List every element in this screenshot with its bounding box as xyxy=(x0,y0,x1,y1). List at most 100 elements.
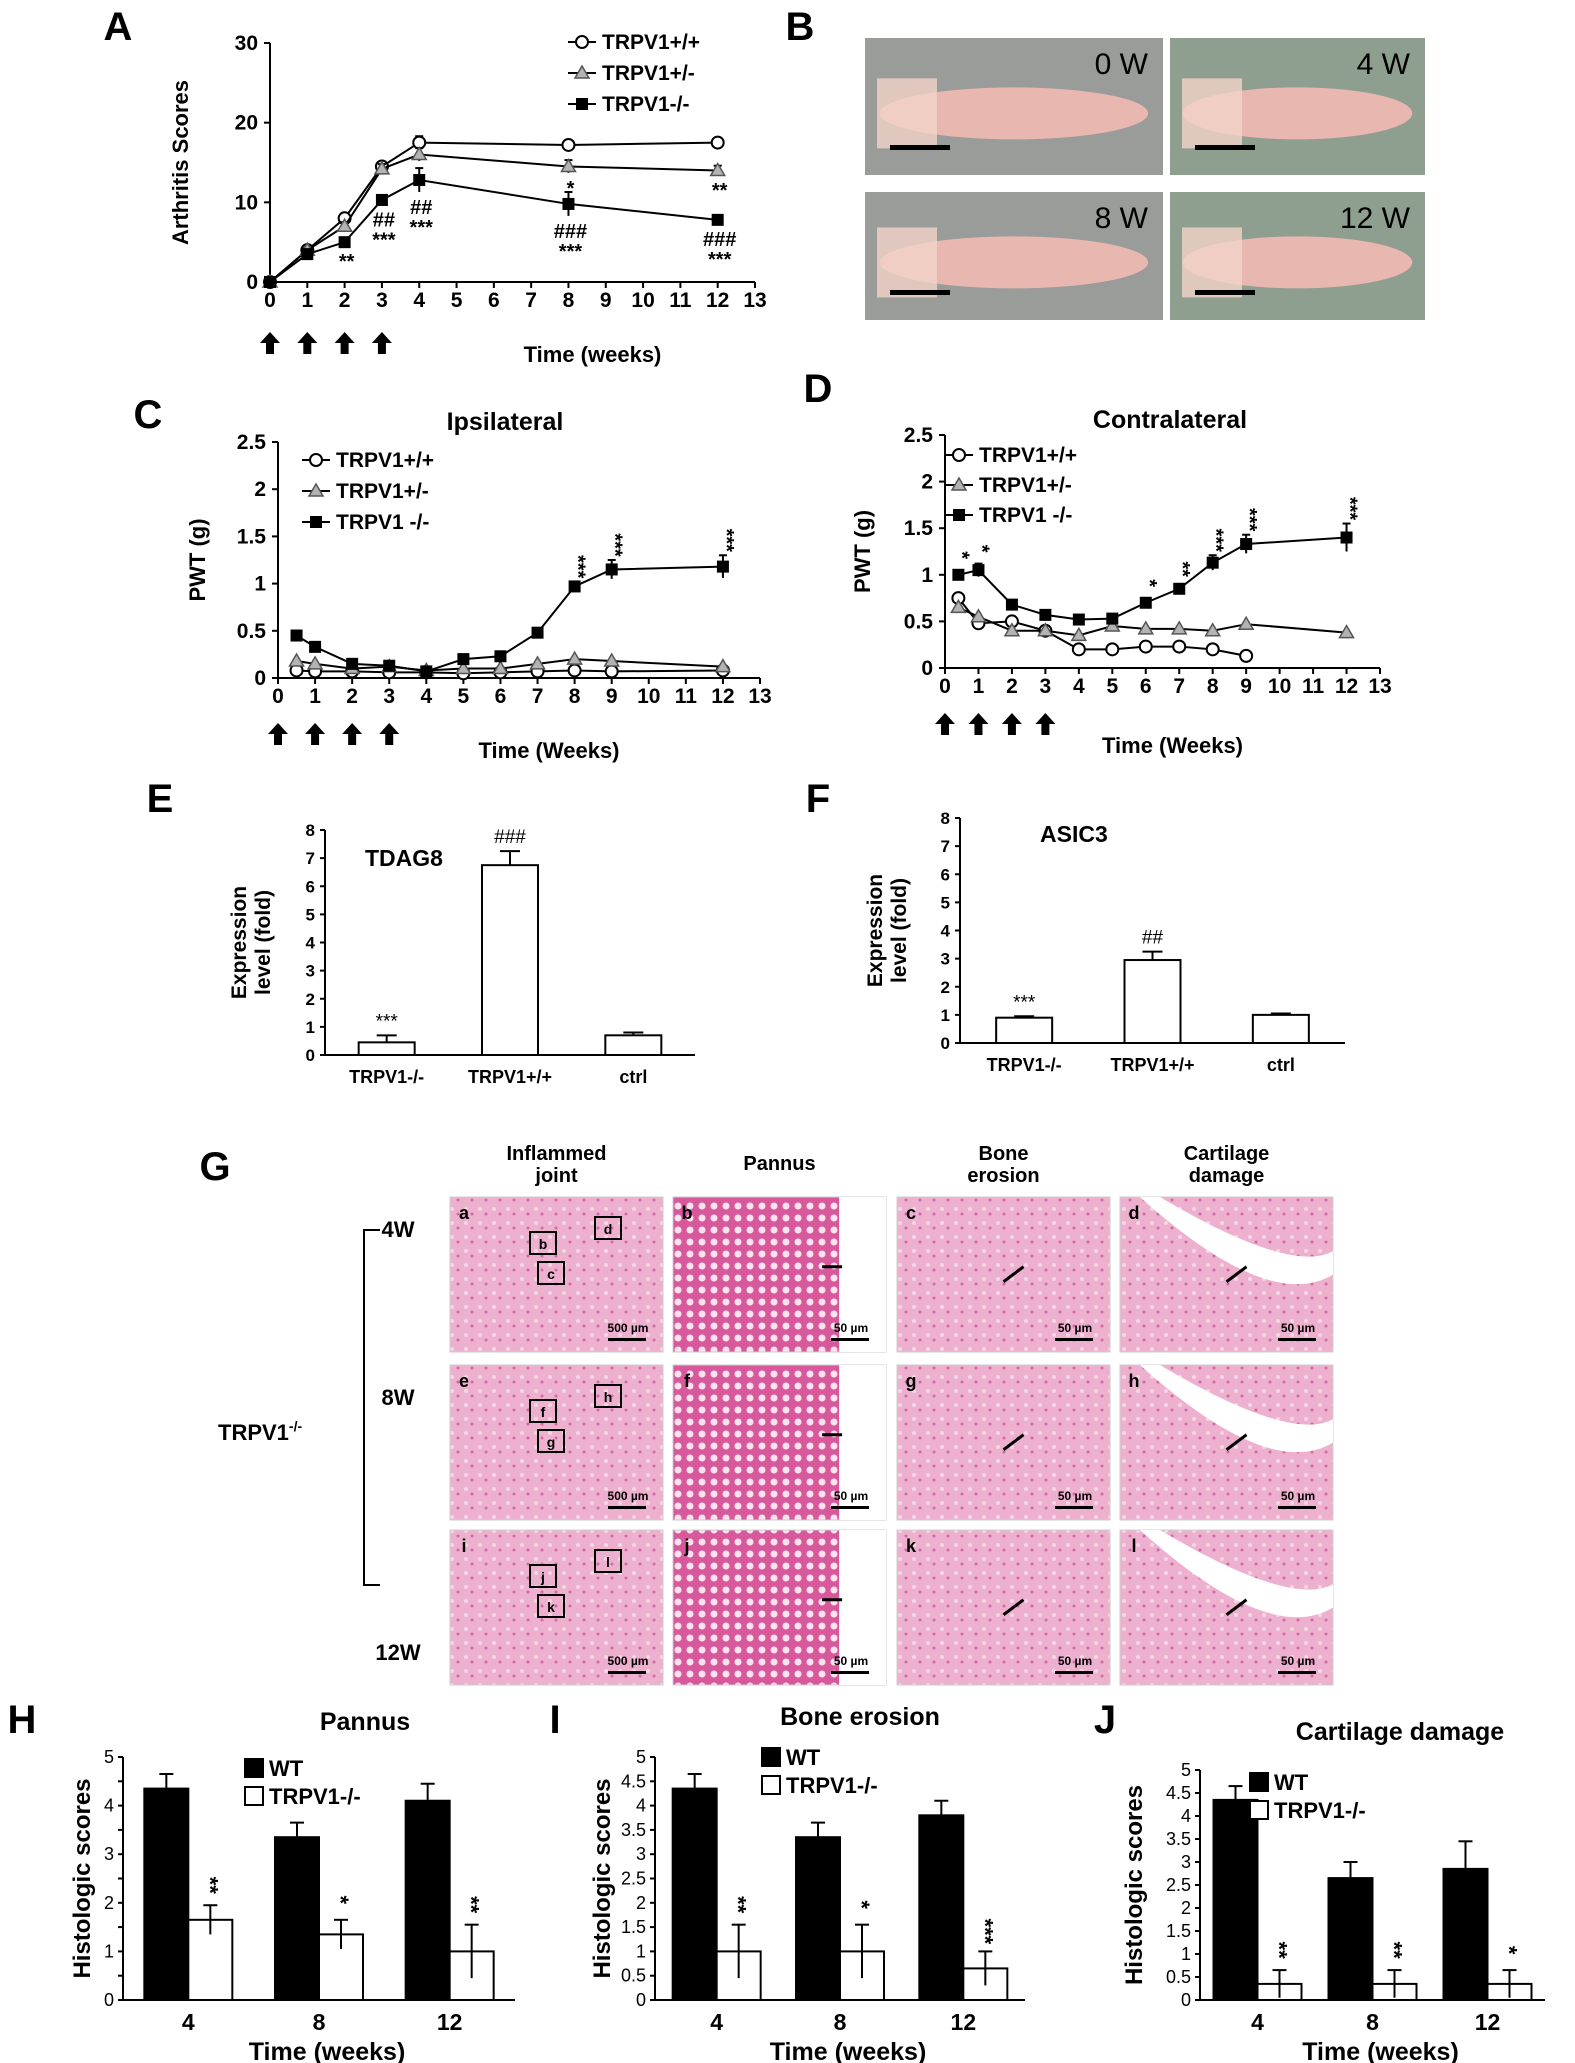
significance-label: ** xyxy=(1267,1942,1292,1960)
significance-label: ** xyxy=(726,1896,751,1914)
inset-label: l xyxy=(606,1554,610,1570)
panel-letter: J xyxy=(1094,1698,1116,1742)
data-point xyxy=(1005,598,1018,611)
bar xyxy=(143,1787,190,2001)
panel-letter: H xyxy=(8,1698,37,1742)
arrow-icon xyxy=(1002,1433,1025,1451)
significance-label: ## xyxy=(1142,928,1164,949)
x-tick-label: 10 xyxy=(637,685,660,708)
legend-label: TRPV1-/- xyxy=(1274,1798,1366,1823)
data-point xyxy=(1173,582,1186,595)
paw-photo: 8 W xyxy=(865,192,1163,320)
paw-shape xyxy=(879,87,1149,140)
x-tick-label: 9 xyxy=(1240,675,1252,698)
injection-arrow-icon xyxy=(334,332,355,354)
legend-label: TRPV1-/- xyxy=(602,93,690,116)
series-0 xyxy=(951,591,1254,663)
legend-swatch xyxy=(1249,1772,1269,1792)
legend-label: TRPV1+/+ xyxy=(979,444,1077,467)
scale-bar-label: 50 µm xyxy=(1058,1489,1092,1503)
data-point xyxy=(568,580,581,593)
x-tick-label: 5 xyxy=(1106,675,1118,698)
y-tick-label: 1 xyxy=(104,1941,114,1961)
y-tick-label: 0.5 xyxy=(904,610,934,633)
x-tick-label: 6 xyxy=(495,685,507,708)
paw-photo: 0 W xyxy=(865,38,1163,175)
scale-bar xyxy=(608,1671,646,1674)
x-tick-label: 12 xyxy=(706,289,729,312)
inset-box xyxy=(529,1399,557,1423)
x-tick-label: 10 xyxy=(631,289,654,312)
scale-bar xyxy=(1278,1671,1316,1674)
legend-swatch xyxy=(761,1747,781,1767)
panel-letter: E xyxy=(147,777,174,821)
legend-marker xyxy=(952,448,966,462)
scale-bar-label: 50 µm xyxy=(1058,1321,1092,1335)
y-tick-label: 1 xyxy=(941,1006,950,1025)
legend-label: TRPV1+/+ xyxy=(602,31,700,54)
bar xyxy=(274,1836,320,2001)
y-tick-label: 5 xyxy=(636,1747,646,1767)
data-point xyxy=(1071,642,1086,657)
injection-arrow-icon xyxy=(379,723,400,745)
cartilage-gap xyxy=(1140,1530,1333,1618)
y-axis-label: Expression xyxy=(864,874,887,987)
scale-bar-label: 50 µm xyxy=(1058,1654,1092,1668)
x-tick-label: 4 xyxy=(420,685,432,708)
data-point xyxy=(420,665,433,678)
chart-title: Pannus xyxy=(320,1708,410,1736)
scale-bar-label: 50 µm xyxy=(1281,1489,1315,1503)
inset-label: h xyxy=(604,1389,613,1405)
significance-label: *** xyxy=(708,249,732,271)
legend-label: TRPV1-/- xyxy=(269,1784,361,1809)
legend-swatch xyxy=(1249,1800,1269,1820)
joint-space xyxy=(839,1530,886,1685)
x-tick-label: 11 xyxy=(675,685,698,708)
y-tick-label: 4.5 xyxy=(621,1771,646,1791)
significance-label: *** xyxy=(1238,508,1260,532)
data-point xyxy=(410,146,428,161)
y-tick-label: 3 xyxy=(1181,1852,1191,1872)
y-tick-label: 5 xyxy=(306,905,315,924)
x-axis-label: Time (weeks) xyxy=(524,342,662,367)
tissue-section xyxy=(449,1529,664,1686)
x-tick-label: 9 xyxy=(606,685,618,708)
injection-arrow-icon xyxy=(968,713,989,735)
scale-bar-label: 50 µm xyxy=(834,1489,868,1503)
y-axis-label: Histologic scores xyxy=(1121,1785,1148,1985)
x-tick-label: 0 xyxy=(264,289,276,312)
data-point xyxy=(1338,624,1355,639)
significance-label: *** xyxy=(559,241,583,263)
y-tick-label: 3 xyxy=(636,1844,646,1864)
x-tick-label: 2 xyxy=(339,289,351,312)
legend-label: TRPV1-/- xyxy=(786,1773,878,1798)
legend-marker xyxy=(310,516,322,528)
data-point xyxy=(972,564,985,577)
histology-image: c50 µm xyxy=(896,1196,1111,1353)
legend-marker xyxy=(575,35,589,49)
data-point xyxy=(1240,538,1253,551)
y-tick-label: 2 xyxy=(104,1893,114,1913)
y-tick-label: 0.5 xyxy=(237,620,267,643)
panel-letter: A xyxy=(104,5,133,49)
bar xyxy=(795,1836,841,2001)
x-tick-label: ctrl xyxy=(1267,1055,1295,1075)
inset-label: j xyxy=(540,1569,545,1585)
y-tick-label: 1 xyxy=(1181,1944,1191,1964)
x-tick-label: 3 xyxy=(383,685,395,708)
chart-title: Cartilage damage xyxy=(1296,1718,1505,1746)
image-letter: b xyxy=(682,1203,693,1223)
data-point xyxy=(1072,613,1085,626)
y-tick-label: 2.5 xyxy=(237,431,267,454)
data-point xyxy=(560,157,577,173)
data-point xyxy=(531,626,544,639)
data-point xyxy=(950,598,967,614)
x-tick-label: 8 xyxy=(313,2009,326,2035)
x-tick-label: 8 xyxy=(569,685,581,708)
data-point xyxy=(710,135,725,150)
series-1 xyxy=(261,146,726,288)
